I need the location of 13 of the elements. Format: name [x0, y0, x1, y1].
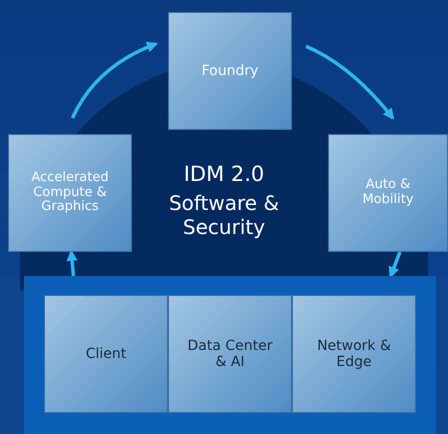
cycle-arrow — [66, 250, 78, 276]
segment-box: Foundry — [168, 12, 292, 130]
segment-box: Accelerated Compute & Graphics — [8, 134, 132, 252]
segment-box: Auto & Mobility — [328, 134, 448, 252]
center-subtitle: Software & Security — [168, 191, 280, 240]
cycle-arrow — [305, 44, 394, 120]
cycle-arrow — [70, 42, 158, 119]
segment-box: Client — [44, 295, 168, 413]
center-title: IDM 2.0 — [182, 162, 266, 188]
segment-box: Network & Edge — [292, 295, 416, 413]
cycle-arrow — [388, 251, 402, 278]
segment-panel — [24, 276, 436, 434]
segment-box: Data Center & AI — [168, 295, 292, 413]
